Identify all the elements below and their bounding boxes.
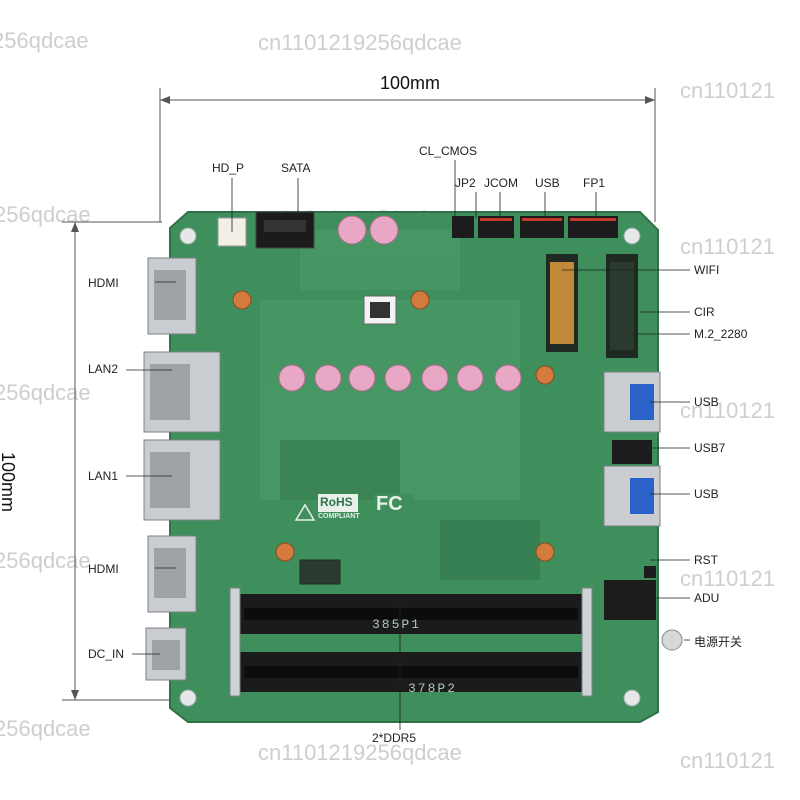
watermark: cn110121 (680, 78, 776, 103)
ram-slot-1-label: 385P1 (372, 617, 422, 632)
ram-slot-2-label: 378P2 (408, 681, 458, 696)
lan1-label: LAN1 (88, 469, 119, 483)
ddr5-label: 2*DDR5 (372, 731, 417, 745)
hd-p-label: HD_P (212, 161, 245, 175)
fc-mark: FC (376, 493, 403, 515)
jcom-label: JCOM (484, 176, 518, 190)
watermark: 256qdcae (0, 548, 91, 573)
adu-label: ADU (694, 591, 720, 605)
usb-port-2-label: USB (694, 487, 719, 501)
height-dimension-label: 100mm (0, 452, 18, 513)
watermark: 256qdcae (0, 28, 89, 53)
watermark: cn110121 (680, 748, 776, 773)
watermark: cn110121 (680, 566, 776, 591)
watermark: cn110121 (680, 234, 776, 259)
watermark: 256qdcae (0, 380, 91, 405)
watermark: cn1101219256qdcae (258, 740, 462, 765)
cl-cmos-label: CL_CMOS (419, 144, 478, 158)
hdmi-top-label: HDMI (88, 276, 119, 290)
rohs-compliant-mark: COMPLIANT (318, 513, 360, 520)
usb-header-label: USB (535, 176, 560, 190)
cir-label: CIR (694, 305, 715, 319)
watermark: cn110121 (680, 398, 776, 423)
jp2-label: JP2 (455, 176, 476, 190)
watermark: 256qdcae (0, 716, 91, 741)
sata-label: SATA (281, 161, 311, 175)
rohs-mark: RoHS (320, 495, 353, 509)
m2-2280-label: M.2_2280 (694, 327, 748, 341)
usb-port-1-label: USB (694, 395, 719, 409)
width-dimension-label: 100mm (380, 73, 441, 93)
dc-in-label: DC_IN (88, 647, 125, 661)
watermark: cn1101219256qdcae (258, 30, 462, 55)
rst-label: RST (694, 553, 718, 567)
watermark: 256qdcae (0, 202, 91, 227)
fp1-label: FP1 (583, 176, 606, 190)
usb7-label: USB7 (694, 441, 726, 455)
lan2-label: LAN2 (88, 362, 119, 376)
hdmi-bottom-label: HDMI (88, 562, 119, 576)
wifi-label: WIFI (694, 263, 720, 277)
power-switch-label: 电源开关 (694, 635, 743, 649)
